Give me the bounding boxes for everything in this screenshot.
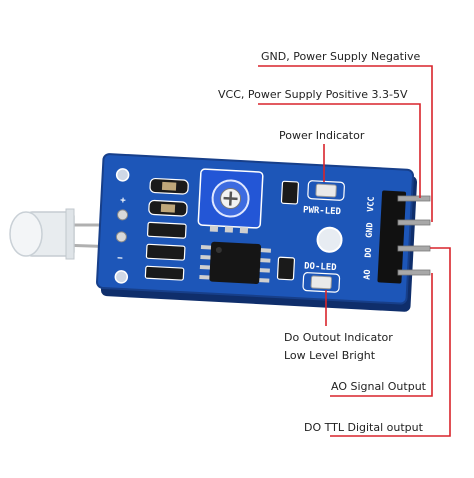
header-pins: [397, 195, 431, 276]
label-power-indicator: Power Indicator: [279, 129, 365, 142]
label-ao: AO Signal Output: [331, 380, 427, 393]
led-pad: [117, 209, 129, 221]
mounting-hole: [114, 270, 129, 284]
pin-do: [397, 245, 431, 252]
pin-vcc: [397, 195, 431, 202]
comparator-chip-icon: [199, 241, 271, 284]
pin-header-icon: [377, 190, 407, 284]
do-led: DO-LED: [302, 261, 341, 293]
led-pad: [115, 231, 127, 243]
mounting-hole: [316, 226, 343, 253]
pin-gnd: [397, 219, 431, 226]
label-gnd: GND, Power Supply Negative: [261, 50, 421, 63]
pin-label-ao: AO: [362, 269, 373, 280]
leader-do: [330, 247, 451, 437]
label-do-indicator-2: Low Level Bright: [284, 349, 376, 362]
power-led: PWR-LED: [303, 180, 345, 217]
pin-ao: [397, 269, 431, 276]
pin-label-gnd: GND: [365, 222, 376, 238]
do-led-silk: DO-LED: [304, 261, 338, 273]
pin-label-vcc: VCC: [366, 196, 377, 212]
minus-sign: −: [117, 254, 124, 264]
label-vcc: VCC, Power Supply Positive 3.3-5V: [218, 88, 408, 101]
label-do: DO TTL Digital output: [304, 421, 424, 434]
potentiometer-icon: [197, 168, 264, 234]
label-do-indicator: Do Outout Indicator: [284, 331, 393, 344]
smd-components: [144, 177, 300, 281]
pin-label-do: DO: [364, 247, 375, 258]
leader-ao: [330, 273, 433, 397]
leader-vcc: [258, 103, 421, 198]
plus-sign: +: [120, 196, 127, 206]
ir-led-icon: [9, 208, 121, 260]
pwr-led-silk: PWR-LED: [303, 205, 342, 217]
leader-lines: [258, 65, 451, 437]
leader-gnd: [258, 65, 433, 222]
mounting-hole: [115, 168, 130, 182]
